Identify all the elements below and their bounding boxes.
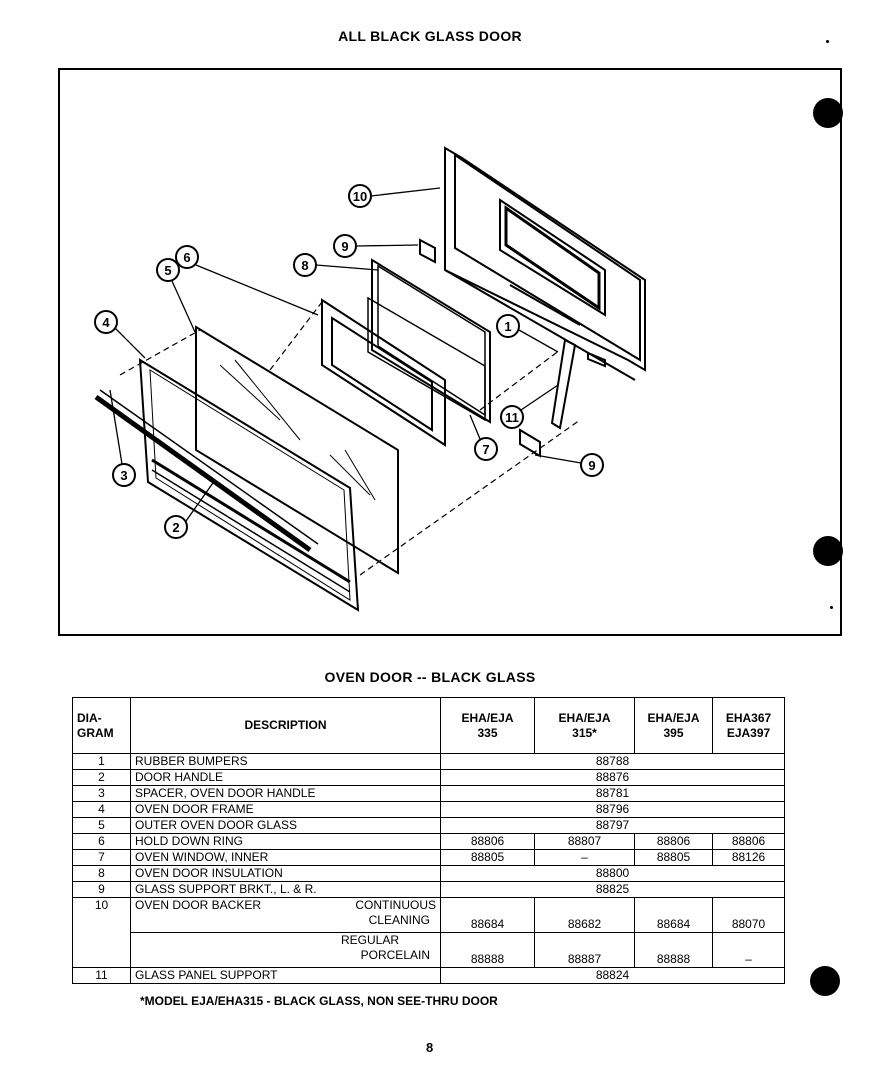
- callout-8: 8: [301, 258, 308, 273]
- table-row: 3 SPACER, OVEN DOOR HANDLE 88781: [72, 785, 785, 802]
- row-description: OVEN DOOR BACKER CONTINUOUS CLEANING: [130, 897, 441, 933]
- callout-11: 11: [505, 410, 519, 425]
- table-row: 6 HOLD DOWN RING 88806 88807 88806 88806: [72, 833, 785, 850]
- table-row: 8 OVEN DOOR INSULATION 88800: [72, 865, 785, 882]
- sub-variant-label: PORCELAIN: [360, 948, 430, 962]
- table-row: 10 OVEN DOOR BACKER CONTINUOUS CLEANING …: [72, 897, 785, 968]
- part-number: 88806: [440, 833, 535, 850]
- part-number: –: [712, 932, 785, 968]
- part-number: 88788: [440, 753, 785, 770]
- part-number: 88684: [634, 897, 713, 933]
- row-number: 5: [72, 817, 131, 834]
- row-description: RUBBER BUMPERS: [130, 753, 441, 770]
- row-number: 3: [72, 785, 131, 802]
- row-description: OVEN DOOR FRAME: [130, 801, 441, 818]
- table-row: 11 GLASS PANEL SUPPORT 88824: [72, 967, 785, 984]
- row-description: OVEN WINDOW, INNER: [130, 849, 441, 866]
- exploded-view-drawing: 10 9 8 6 5 4 3 2 1 11 7 9: [94, 146, 646, 612]
- table-row: 9 GLASS SUPPORT BRKT., L. & R. 88825: [72, 881, 785, 898]
- part-number: 88805: [440, 849, 535, 866]
- header-model-395: EHA/EJA 395: [634, 697, 713, 754]
- scan-speck: [830, 606, 833, 609]
- row-number: 4: [72, 801, 131, 818]
- callout-9b: 9: [588, 458, 595, 473]
- sub-variant-label: CLEANING: [368, 913, 430, 927]
- callout-6: 6: [183, 250, 190, 265]
- table-title: OVEN DOOR -- BLACK GLASS: [324, 669, 536, 685]
- part-number: 88888: [634, 932, 713, 968]
- exploded-diagram: 10 9 8 6 5 4 3 2 1 11 7 9: [58, 68, 842, 636]
- table-row: 1 RUBBER BUMPERS 88788: [72, 753, 785, 770]
- row-description: REGULAR PORCELAIN: [130, 932, 441, 968]
- header-diagram: DIA- GRAM: [72, 697, 131, 754]
- part-number: 88126: [712, 849, 785, 866]
- part-number: 88888: [440, 932, 535, 968]
- row-number: 2: [72, 769, 131, 786]
- part-number: 88876: [440, 769, 785, 786]
- table-row: REGULAR PORCELAIN 88888 88887 88888 –: [73, 932, 785, 968]
- part-number: 88805: [634, 849, 713, 866]
- part-number: 88824: [440, 967, 785, 984]
- part-callouts: 10 9 8 6 5 4 3 2 1 11 7 9: [94, 184, 604, 539]
- row-number: 10: [72, 897, 131, 968]
- scan-speck: [826, 40, 829, 43]
- header-model-315: EHA/EJA 315*: [534, 697, 635, 754]
- footnote: *MODEL EJA/EHA315 - BLACK GLASS, NON SEE…: [140, 994, 498, 1008]
- row-description: OVEN DOOR INSULATION: [130, 865, 441, 882]
- part-number: 88796: [440, 801, 785, 818]
- part-number: 88800: [440, 865, 785, 882]
- row-description: HOLD DOWN RING: [130, 833, 441, 850]
- sub-variant-label: REGULAR: [341, 933, 400, 947]
- binder-hole-bottom: [810, 966, 840, 996]
- row-number: 1: [72, 753, 131, 770]
- part-number: 88825: [440, 881, 785, 898]
- row-number: 6: [72, 833, 131, 850]
- table-row: 5 OUTER OVEN DOOR GLASS 88797: [72, 817, 785, 834]
- part-number: 88806: [634, 833, 713, 850]
- row-number: 8: [72, 865, 131, 882]
- callout-1: 1: [504, 319, 511, 334]
- parts-table: DIA- GRAM DESCRIPTION EHA/EJA 335 EHA/EJ…: [72, 697, 785, 984]
- part-number: 88684: [440, 897, 535, 933]
- page-title: ALL BLACK GLASS DOOR: [338, 28, 522, 44]
- part-number: –: [534, 849, 635, 866]
- sub-variant-label: CONTINUOUS: [355, 898, 436, 912]
- part-number: 88806: [712, 833, 785, 850]
- part-number: 88807: [534, 833, 635, 850]
- callout-5: 5: [164, 263, 171, 278]
- page-number: 8: [426, 1040, 434, 1055]
- callout-10: 10: [353, 189, 367, 204]
- row-number: 9: [72, 881, 131, 898]
- table-header-row: DIA- GRAM DESCRIPTION EHA/EJA 335 EHA/EJ…: [72, 697, 785, 754]
- row-number: 7: [72, 849, 131, 866]
- callout-4: 4: [102, 315, 110, 330]
- table-row: 7 OVEN WINDOW, INNER 88805 – 88805 88126: [72, 849, 785, 866]
- callout-3: 3: [120, 468, 127, 483]
- part-number: 88070: [712, 897, 785, 933]
- row-description: GLASS PANEL SUPPORT: [130, 967, 441, 984]
- row-description: OUTER OVEN DOOR GLASS: [130, 817, 441, 834]
- part-number: 88797: [440, 817, 785, 834]
- header-model-335: EHA/EJA 335: [440, 697, 535, 754]
- part-number: 88887: [534, 932, 635, 968]
- header-model-367-397: EHA367 EJA397: [712, 697, 785, 754]
- part-number: 88781: [440, 785, 785, 802]
- callout-9a: 9: [341, 239, 348, 254]
- binder-hole-middle: [813, 536, 843, 566]
- header-description: DESCRIPTION: [130, 697, 441, 754]
- row-number: 11: [72, 967, 131, 984]
- binder-hole-top: [813, 98, 843, 128]
- callout-7: 7: [482, 442, 489, 457]
- table-row: 2 DOOR HANDLE 88876: [72, 769, 785, 786]
- callout-2: 2: [172, 520, 179, 535]
- row-description: GLASS SUPPORT BRKT., L. & R.: [130, 881, 441, 898]
- part-number: 88682: [534, 897, 635, 933]
- row-description: DOOR HANDLE: [130, 769, 441, 786]
- row-description: SPACER, OVEN DOOR HANDLE: [130, 785, 441, 802]
- table-row: 4 OVEN DOOR FRAME 88796: [72, 801, 785, 818]
